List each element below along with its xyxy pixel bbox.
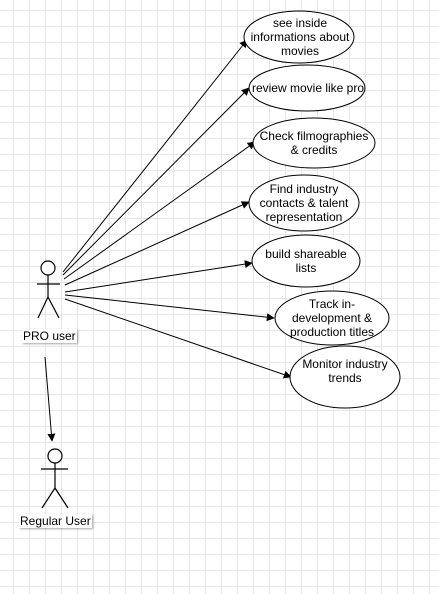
association-uc4 bbox=[64, 201, 250, 286]
use-case-filmographies[interactable] bbox=[252, 117, 376, 169]
pro-user-left-leg bbox=[37, 296, 49, 319]
association-uc6 bbox=[64, 294, 275, 322]
use-case-inside-info[interactable] bbox=[243, 10, 355, 64]
regular-user-label: Regular User bbox=[19, 514, 92, 528]
use-case-track-titles[interactable] bbox=[274, 290, 390, 346]
association-uc5 bbox=[64, 260, 253, 293]
generalization-line bbox=[44, 356, 56, 442]
pro-user-head bbox=[40, 260, 56, 276]
association-uc7 bbox=[64, 298, 292, 379]
regular-user-right-leg bbox=[54, 487, 69, 509]
regular-user-left-leg bbox=[41, 487, 56, 509]
use-cases bbox=[243, 10, 401, 409]
associations bbox=[44, 39, 292, 442]
regular-user-actor-figure[interactable] bbox=[41, 448, 69, 509]
use-case-shareable-lists[interactable] bbox=[251, 234, 361, 288]
pro-user-right-leg bbox=[47, 296, 60, 319]
use-case-review-movie[interactable] bbox=[248, 64, 366, 112]
association-uc2 bbox=[62, 87, 250, 276]
regular-user-head bbox=[47, 448, 63, 464]
pro-user-actor-figure[interactable] bbox=[37, 260, 60, 319]
use-case-industry-contacts[interactable] bbox=[248, 174, 360, 232]
association-uc3 bbox=[63, 141, 256, 280]
pro-user-label: PRO user bbox=[22, 329, 77, 343]
association-uc1 bbox=[62, 39, 248, 273]
use-case-industry-trends[interactable] bbox=[289, 345, 401, 409]
